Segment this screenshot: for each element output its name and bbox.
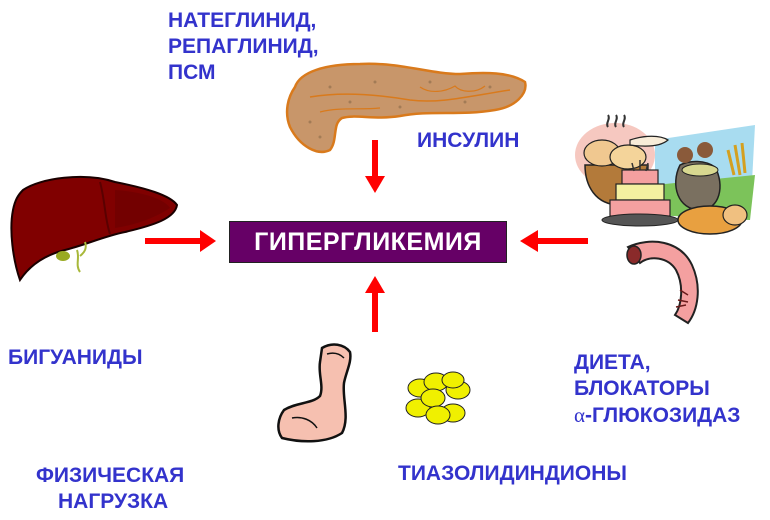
label-physical: ФИЗИЧЕСКАЯ xyxy=(36,464,185,487)
hyperglycemia-box: ГИПЕРГЛИКЕМИЯ xyxy=(229,221,507,263)
label-blockers: БЛОКАТОРЫ xyxy=(574,377,710,400)
label-diet: ДИЕТА, xyxy=(574,351,651,374)
pancreas-icon xyxy=(285,62,527,153)
arrow-left-icon xyxy=(520,230,588,252)
label-secretagogues: НАТЕГЛИНИД, РЕПАГЛИНИД, ПСМ xyxy=(168,8,319,86)
label-exercise: ФИЗИЧЕСКАЯ НАГРУЗКА xyxy=(36,463,184,515)
label-thiazolidinediones: ТИАЗОЛИДИНДИОНЫ xyxy=(398,462,627,485)
intestine-icon xyxy=(626,240,699,325)
label-load: НАГРУЗКА xyxy=(58,490,169,513)
liver-icon xyxy=(10,176,179,283)
label-psm: ПСМ xyxy=(168,61,216,84)
hyperglycemia-label: ГИПЕРГЛИКЕМИЯ xyxy=(254,227,482,256)
muscle-arm-icon xyxy=(277,343,352,443)
alpha-symbol: α xyxy=(574,403,586,427)
label-alpha-glucosidase: α-ГЛЮКОЗИДАЗ xyxy=(574,403,741,427)
label-repaglinide: РЕПАГЛИНИД, xyxy=(168,35,319,58)
label-diet-blockers: ДИЕТА, БЛОКАТОРЫ α-ГЛЮКОЗИДАЗ xyxy=(574,350,740,429)
label-biguanides: БИГУАНИДЫ xyxy=(8,346,143,369)
label-nateglinide: НАТЕГЛИНИД, xyxy=(168,9,317,32)
arrow-up-icon xyxy=(365,276,385,332)
arrow-down-icon xyxy=(365,140,385,193)
food-icon xyxy=(575,114,755,235)
label-insulin: ИНСУЛИН xyxy=(417,129,520,152)
fat-cells-icon xyxy=(405,371,471,425)
arrow-right-icon xyxy=(145,230,216,252)
